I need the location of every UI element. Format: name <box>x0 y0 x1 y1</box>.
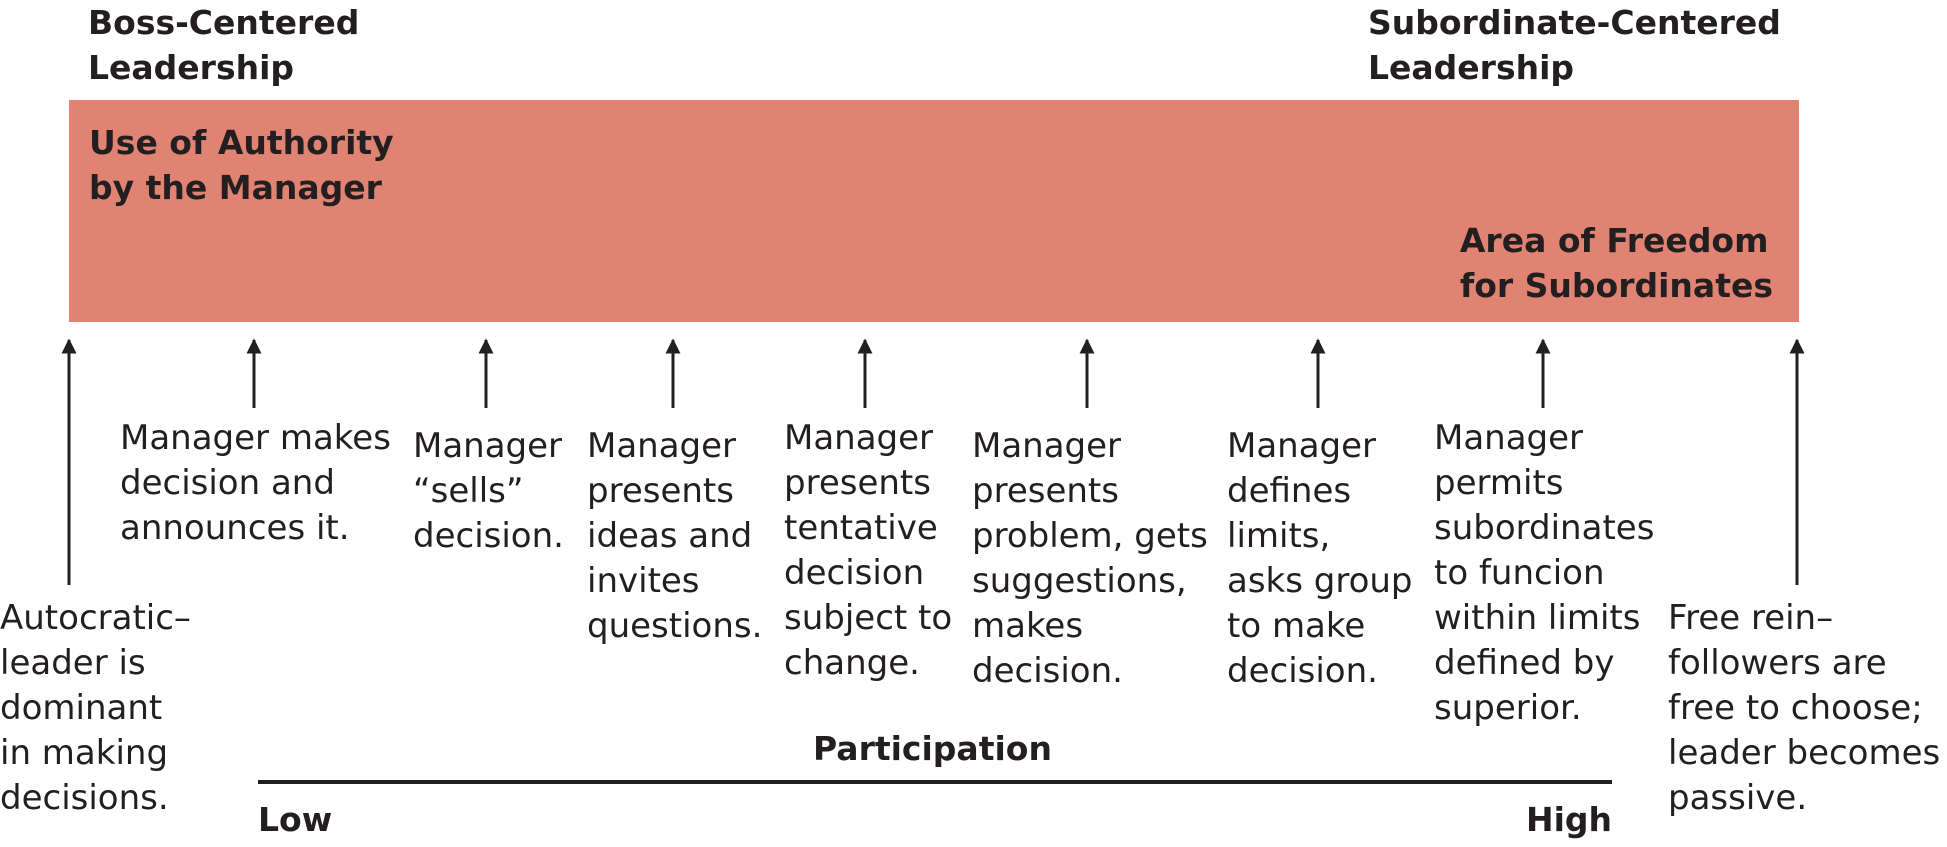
behavior-line: “sells” <box>413 471 524 511</box>
behavior-line: decision. <box>413 516 564 556</box>
participation-low-label: Low <box>258 800 333 839</box>
behavior-presents-ideas: Manager presents ideas and invites quest… <box>587 424 762 649</box>
behavior-line: leader is <box>0 643 146 683</box>
heading-line: Boss-Centered <box>88 3 360 42</box>
heading-line: Subordinate-Centered <box>1368 3 1781 42</box>
behavior-line: leader becomes <box>1668 733 1941 773</box>
behavior-line: presents <box>784 463 931 503</box>
behavior-permits: Manager permits subordinates to funcion … <box>1434 416 1654 731</box>
behavior-line: Manager <box>784 418 934 458</box>
behavior-line: Manager <box>1434 418 1584 458</box>
behavior-line: invites <box>587 561 700 601</box>
behavior-line: decisions. <box>0 778 169 818</box>
heading-line: Leadership <box>1368 48 1575 87</box>
behavior-line: to make <box>1227 606 1366 646</box>
behavior-line: free to choose; <box>1668 688 1923 728</box>
behavior-line: within limits <box>1434 598 1641 638</box>
behavior-line: Manager <box>972 426 1122 466</box>
band-label-line: for Subordinates <box>1459 266 1773 305</box>
behavior-line: makes <box>972 606 1084 646</box>
heading-line: Leadership <box>88 48 295 87</box>
behavior-line: suggestions, <box>972 561 1187 601</box>
behavior-makes-announces: Manager makes decision and announces it. <box>120 416 391 551</box>
behavior-line: subordinates <box>1434 508 1655 548</box>
behavior-line: decision. <box>1227 651 1378 691</box>
behavior-autocratic: Autocratic– leader is dominant in making… <box>0 596 191 821</box>
band-label-line: by the Manager <box>89 168 382 207</box>
behavior-line: defines <box>1227 471 1352 511</box>
behavior-line: presents <box>587 471 734 511</box>
behavior-line: decision and <box>120 463 335 503</box>
behavior-line: passive. <box>1668 778 1808 818</box>
behavior-line: limits, <box>1227 516 1331 556</box>
behavior-line: Autocratic– <box>0 598 191 638</box>
behavior-line: problem, gets <box>972 516 1208 556</box>
behavior-line: permits <box>1434 463 1564 503</box>
behavior-line: Manager <box>1227 426 1377 466</box>
behavior-line: Manager <box>413 426 563 466</box>
band-label-line: Use of Authority <box>89 123 394 162</box>
authority-freedom-band: Use of Authority by the Manager Area of … <box>69 100 1799 322</box>
area-of-freedom-label: Area of Freedom for Subordinates <box>1460 218 1773 308</box>
subordinate-centered-heading: Subordinate-Centered Leadership <box>1368 0 1781 90</box>
behavior-line: tentative <box>784 508 938 548</box>
behavior-line: decision. <box>972 651 1123 691</box>
participation-high-label: High <box>1526 800 1613 839</box>
behavior-defines-limits: Manager defines limits, asks group to ma… <box>1227 424 1413 694</box>
behavior-line: followers are <box>1668 643 1887 683</box>
use-of-authority-label: Use of Authority by the Manager <box>89 120 394 210</box>
behavior-line: change. <box>784 643 920 683</box>
behavior-line: questions. <box>587 606 763 646</box>
participation-axis-title: Participation <box>813 729 1052 768</box>
boss-centered-heading: Boss-Centered Leadership <box>88 0 359 90</box>
behavior-sells: Manager “sells” decision. <box>413 424 564 559</box>
behavior-free-rein: Free rein– followers are free to choose;… <box>1668 596 1940 821</box>
behavior-line: announces it. <box>120 508 350 548</box>
behavior-line: Manager <box>587 426 737 466</box>
behavior-line: defined by <box>1434 643 1615 683</box>
behavior-line: ideas and <box>587 516 753 556</box>
behavior-line: Free rein– <box>1668 598 1834 638</box>
behavior-tentative: Manager presents tentative decision subj… <box>784 416 952 686</box>
behavior-problem: Manager presents problem, gets suggestio… <box>972 424 1208 694</box>
band-label-line: Area of Freedom <box>1459 221 1769 260</box>
behavior-line: superior. <box>1434 688 1582 728</box>
behavior-line: dominant <box>0 688 163 728</box>
behavior-line: asks group <box>1227 561 1413 601</box>
behavior-line: presents <box>972 471 1119 511</box>
behavior-line: decision <box>784 553 925 593</box>
behavior-line: Manager makes <box>120 418 391 458</box>
behavior-line: subject to <box>784 598 953 638</box>
behavior-line: to funcion <box>1434 553 1605 593</box>
behavior-line: in making <box>0 733 169 773</box>
